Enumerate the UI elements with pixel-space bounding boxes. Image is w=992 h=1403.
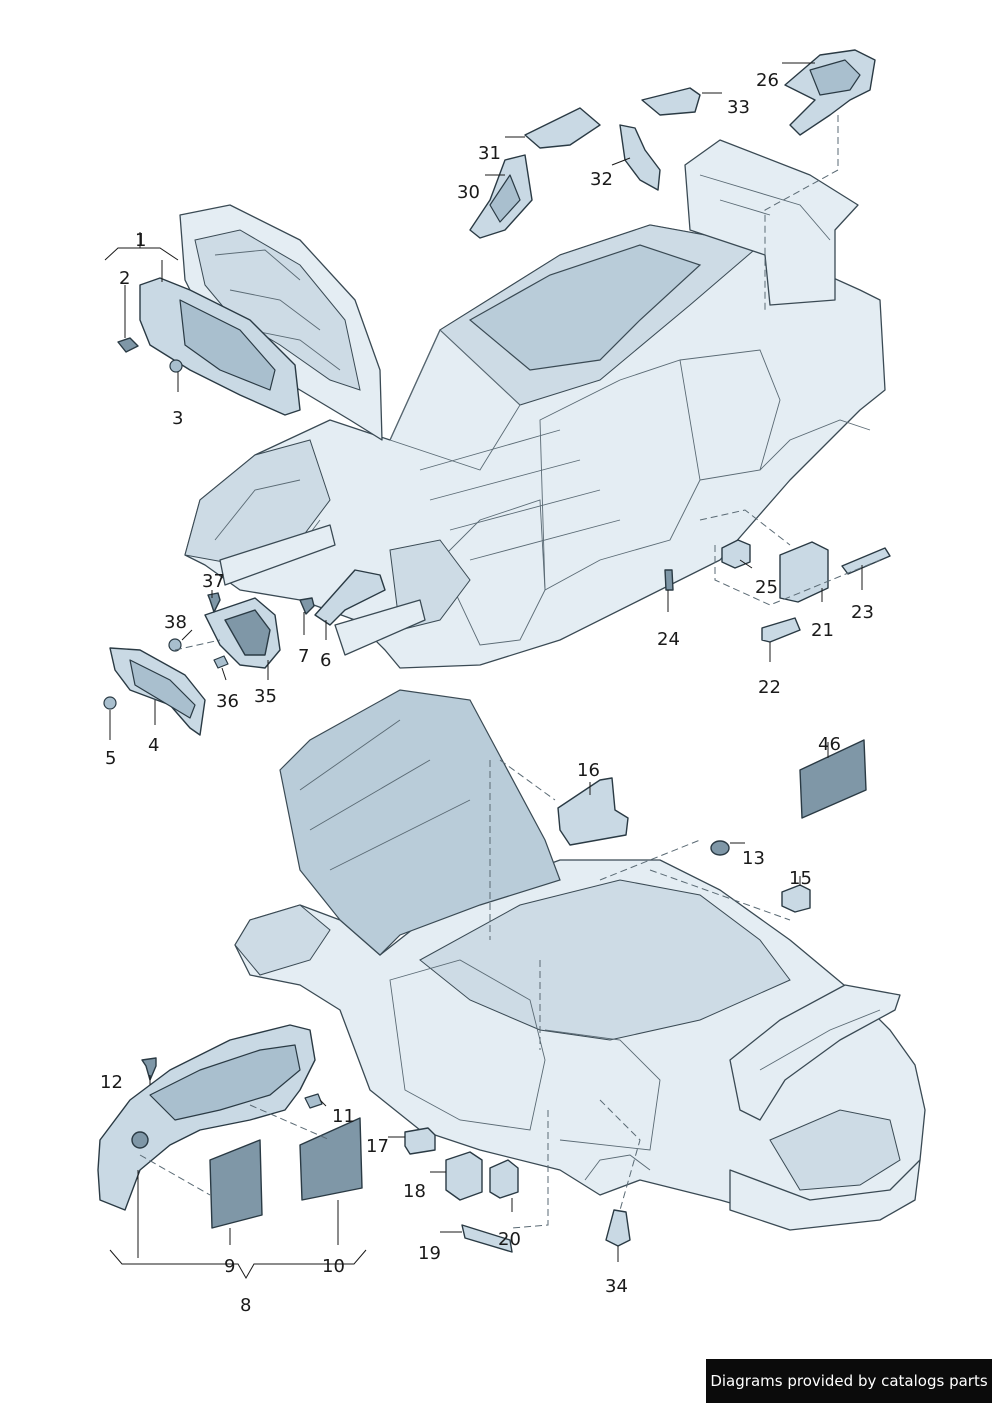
- part-panel-21: [779, 541, 829, 603]
- part-grommet-5: [103, 696, 117, 710]
- callout-18: 18: [403, 1181, 426, 1202]
- lower-car-body: [234, 689, 926, 1231]
- part-grommet-13: [710, 840, 730, 856]
- part-panel-33: [641, 87, 701, 116]
- part-clip-36: [213, 655, 229, 669]
- part-strip-23: [841, 547, 891, 575]
- callout-36: 36: [216, 691, 239, 712]
- callout-32: 32: [590, 169, 613, 190]
- callout-1: 1: [135, 230, 146, 251]
- callout-7: 7: [298, 646, 309, 667]
- upper-parts: [103, 49, 891, 736]
- part-pad-18: [445, 1151, 483, 1201]
- callout-35: 35: [254, 686, 277, 707]
- callout-16: 16: [577, 760, 600, 781]
- callout-6: 6: [320, 650, 331, 671]
- callout-13: 13: [742, 848, 765, 869]
- callouts: 1 2 3 4 5 6 7 8 9 10 11 12 13 15 16 17 1…: [100, 70, 874, 1316]
- callout-33: 33: [727, 97, 750, 118]
- part-bracket-6: [314, 569, 386, 626]
- part-panel-10: [299, 1117, 363, 1201]
- callout-31: 31: [478, 143, 501, 164]
- credit-badge: Diagrams provided by catalogs parts: [706, 1359, 992, 1403]
- leader-lines: [104, 62, 863, 1280]
- callout-46: 46: [818, 734, 841, 755]
- callout-22: 22: [758, 677, 781, 698]
- part-bracket-32: [619, 124, 661, 191]
- part-panel-16: [557, 777, 629, 846]
- callout-9: 9: [224, 1256, 235, 1277]
- callout-5: 5: [105, 748, 116, 769]
- callout-19: 19: [418, 1243, 441, 1264]
- part-screw-37: [207, 592, 221, 613]
- upper-car-body: [179, 139, 886, 669]
- callout-12: 12: [100, 1072, 123, 1093]
- callout-21: 21: [811, 620, 834, 641]
- assembly-dash-lines: [139, 115, 881, 1229]
- part-clip-2: [117, 337, 139, 353]
- callout-2: 2: [119, 268, 130, 289]
- part-block-17: [404, 1127, 436, 1155]
- part-clip-11: [304, 1093, 323, 1109]
- callout-37: 37: [202, 571, 225, 592]
- callout-3: 3: [172, 408, 183, 429]
- callout-8: 8: [240, 1295, 251, 1316]
- part-pad-46: [799, 739, 867, 819]
- callout-38: 38: [164, 612, 187, 633]
- callout-30: 30: [457, 182, 480, 203]
- callout-26: 26: [756, 70, 779, 91]
- callout-17: 17: [366, 1136, 389, 1157]
- callout-10: 10: [322, 1256, 345, 1277]
- callout-23: 23: [851, 602, 874, 623]
- callout-11: 11: [332, 1106, 355, 1127]
- part-wedge-34: [605, 1209, 631, 1247]
- part-panel-31: [524, 107, 601, 149]
- callout-34: 34: [605, 1276, 628, 1297]
- part-pad-20: [489, 1159, 519, 1199]
- callout-4: 4: [148, 735, 159, 756]
- part-panel-9: [209, 1139, 263, 1229]
- callout-20: 20: [498, 1229, 521, 1250]
- callout-15: 15: [789, 868, 812, 889]
- part-clip-24: [664, 569, 674, 591]
- part-strip-19: [461, 1224, 513, 1253]
- callout-24: 24: [657, 629, 680, 650]
- lower-parts: [97, 739, 867, 1253]
- part-block-22: [761, 617, 801, 643]
- part-bracket-15: [781, 884, 811, 913]
- callout-25: 25: [755, 577, 778, 598]
- part-block-25: [721, 539, 751, 569]
- part-grommet-38: [168, 638, 182, 652]
- part-screw-7: [299, 597, 315, 615]
- part-screw-12: [141, 1057, 157, 1081]
- part-clip-3: [169, 359, 183, 373]
